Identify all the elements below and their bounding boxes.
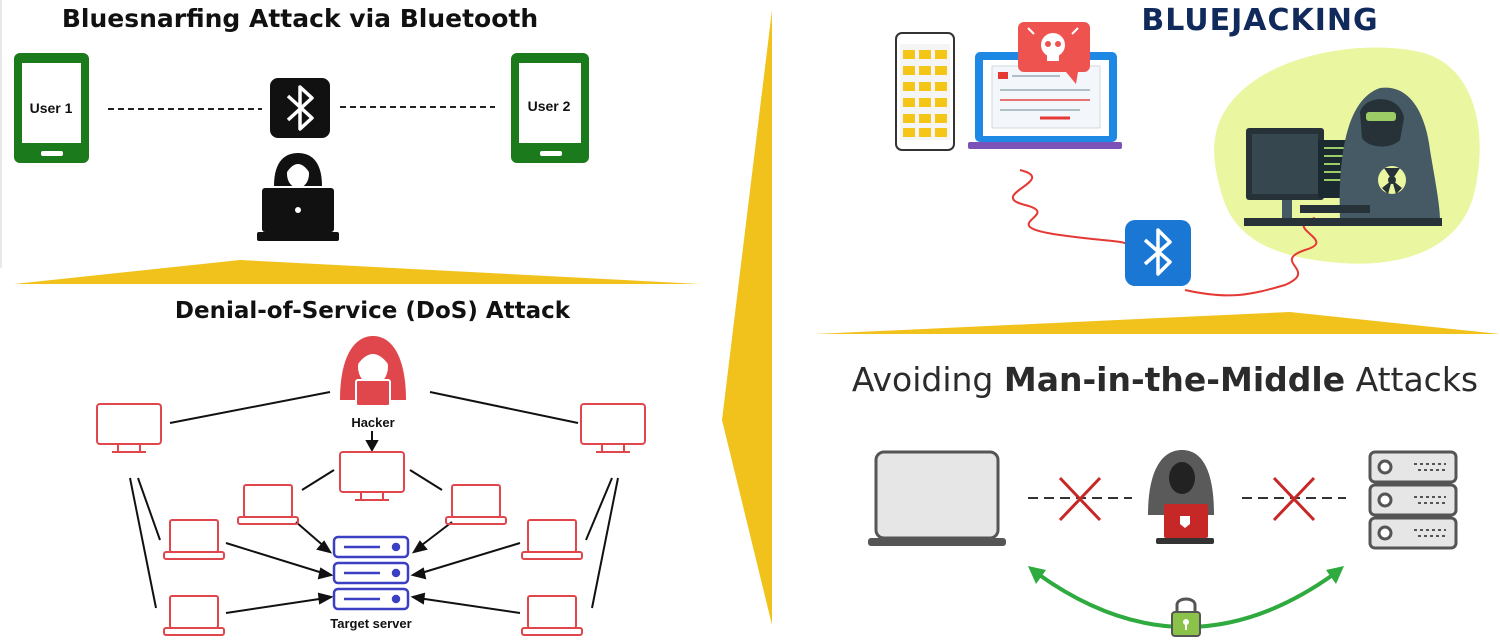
client-laptop-icon (868, 450, 1006, 546)
arc-arrowhead-left (1028, 566, 1046, 584)
target-server-label: Target server (330, 616, 411, 631)
bluetooth-icon (1125, 220, 1191, 286)
cross-icon (1058, 476, 1102, 522)
mitm-title-prefix: Avoiding (851, 360, 1004, 399)
laptop-icon (521, 519, 583, 560)
mitm-hacker-icon (1148, 450, 1214, 544)
laptop-icon (521, 595, 583, 636)
dos-arrows (225, 431, 521, 614)
dos-links (129, 391, 619, 609)
server-icon (332, 535, 410, 611)
separator-center-vertical (722, 10, 772, 625)
bluetooth-icon (270, 78, 330, 138)
bluejacking-title: BLUEJACKING (1141, 3, 1379, 38)
mitm-title-bold: Man-in-the-Middle (1003, 360, 1346, 399)
mitm-title-suffix: Attacks (1345, 360, 1479, 399)
hacker-laptop-icon (257, 153, 339, 241)
user2-label: User 2 (528, 98, 571, 114)
signal-wave-left (1011, 169, 1131, 246)
cross-icon (1272, 476, 1316, 522)
phone-folders-icon (895, 32, 955, 151)
phone-user2: User 2 (511, 53, 589, 163)
skull-icon (1041, 33, 1065, 57)
dos-hacker-icon (340, 336, 406, 407)
laptop-icon (163, 595, 225, 636)
hacker-desk-icon (1244, 87, 1442, 226)
laptop-email-icon (968, 52, 1122, 149)
separator-left-horizontal (14, 260, 700, 284)
laptop-icon (163, 519, 225, 560)
mitm-title: Avoiding Man-in-the-Middle Attacks (780, 360, 1500, 399)
monitor-icon (580, 403, 646, 453)
bluesnarfing-title: Bluesnarfing Attack via Bluetooth (61, 4, 539, 33)
laptop-icon (445, 484, 507, 525)
skull-alert-icon (1018, 22, 1090, 84)
dos-title: Denial-of-Service (DoS) Attack (174, 298, 571, 324)
arc-arrowhead-right (1326, 566, 1344, 584)
monitor-icon (339, 451, 405, 501)
separator-right-horizontal (815, 312, 1500, 334)
hacker-label: Hacker (351, 415, 394, 430)
folder-icon (903, 50, 947, 137)
lock-icon (1171, 597, 1201, 637)
server-icon (1368, 450, 1458, 550)
signal-wave-right (1184, 217, 1318, 297)
monitor-icon (96, 403, 162, 453)
user1-label: User 1 (30, 100, 73, 116)
phone-user1: User 1 (14, 53, 89, 163)
laptop-icon (237, 484, 299, 525)
